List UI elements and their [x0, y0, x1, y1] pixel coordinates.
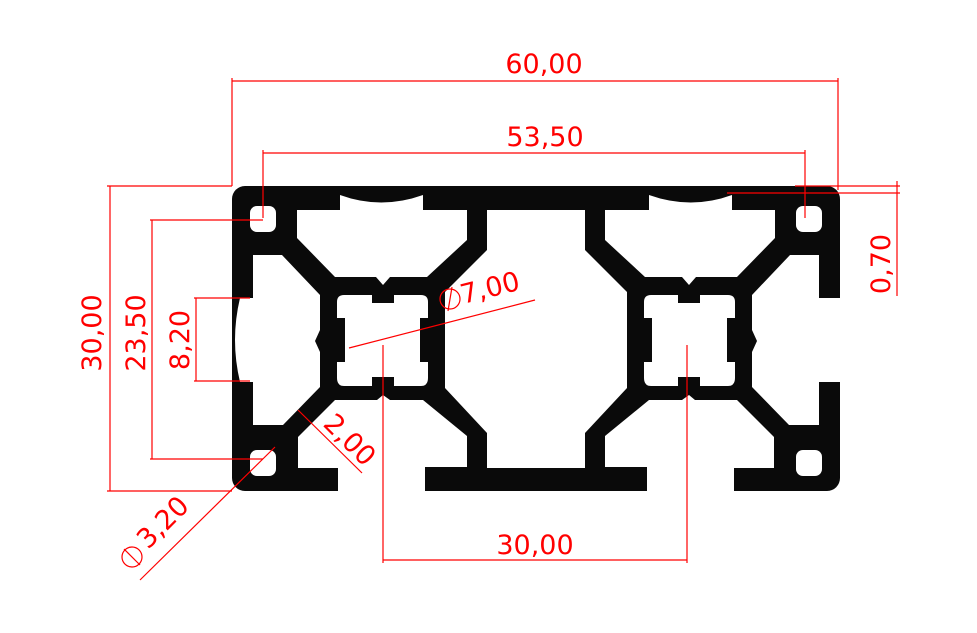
svg-text:30,00: 30,00: [77, 294, 108, 371]
svg-text:8,20: 8,20: [165, 310, 196, 370]
svg-text:60,00: 60,00: [505, 49, 582, 80]
dimension-slot-width: 8,20: [165, 297, 250, 382]
dimension-overall-height: 30,00: [77, 185, 232, 492]
dimension-hole-spacing-height: 23,50: [121, 219, 263, 460]
dimensions: 60,00 53,50 30,00 23,50 8,20 0,70: [77, 49, 900, 581]
svg-text:0,70: 0,70: [866, 234, 897, 294]
dimension-hole-spacing-width: 53,50: [262, 122, 806, 218]
profile-cross-section: [232, 186, 845, 495]
dimension-wall-offset: 0,70: [727, 181, 900, 296]
diameter-icon: [439, 288, 461, 310]
svg-text:30,00: 30,00: [496, 530, 573, 561]
dimension-center-spacing: 30,00: [382, 345, 688, 563]
svg-text:3,20: 3,20: [131, 491, 195, 555]
svg-text:23,50: 23,50: [121, 294, 152, 371]
svg-text:53,50: 53,50: [506, 122, 583, 153]
dimension-overall-width: 60,00: [231, 49, 839, 190]
